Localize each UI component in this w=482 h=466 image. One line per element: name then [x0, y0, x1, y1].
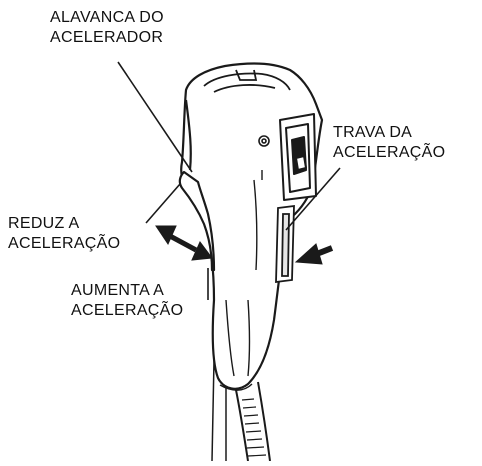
- label-throttle-lock-line2: ACELERAÇÃO: [333, 144, 446, 161]
- screw-icon: [258, 135, 270, 147]
- leader-throttle-lever: [117, 61, 193, 173]
- label-throttle-lever-line2: ACELERADOR: [50, 29, 164, 46]
- label-throttle-lock: TRAVA DA ACELERAÇÃO: [333, 123, 445, 163]
- label-reduce-throttle: REDUZ A ACELERAÇÃO: [8, 214, 120, 254]
- grip-top-cap: [203, 69, 291, 93]
- label-increase-throttle-line1: AUMENTA A: [71, 282, 165, 299]
- label-reduce-throttle-line2: ACELERAÇÃO: [8, 235, 121, 252]
- leader-reduce: [145, 183, 181, 224]
- label-increase-throttle: AUMENTA A ACELERAÇÃO: [71, 281, 183, 321]
- leader-lines: [117, 61, 341, 300]
- label-throttle-lock-line1: TRAVA DA: [333, 124, 413, 141]
- grip-body: [180, 62, 324, 390]
- cable: [235, 381, 271, 462]
- label-throttle-lever: ALAVANCA DO ACELERADOR: [50, 8, 164, 48]
- throttle-lock: [275, 204, 295, 284]
- label-increase-throttle-line2: ACELERAÇÃO: [71, 302, 184, 319]
- label-throttle-lever-line1: ALAVANCA DO: [50, 9, 164, 26]
- leader-throttle-lock: [285, 167, 341, 231]
- stop-switch: [279, 113, 317, 201]
- push-arrow-icon: [294, 243, 334, 265]
- throttle-lever: [178, 99, 216, 272]
- double-arrow-icon: [155, 225, 213, 261]
- label-reduce-throttle-line1: REDUZ A: [8, 215, 80, 232]
- mount-tube: [211, 359, 227, 462]
- grip-seams: [219, 170, 263, 391]
